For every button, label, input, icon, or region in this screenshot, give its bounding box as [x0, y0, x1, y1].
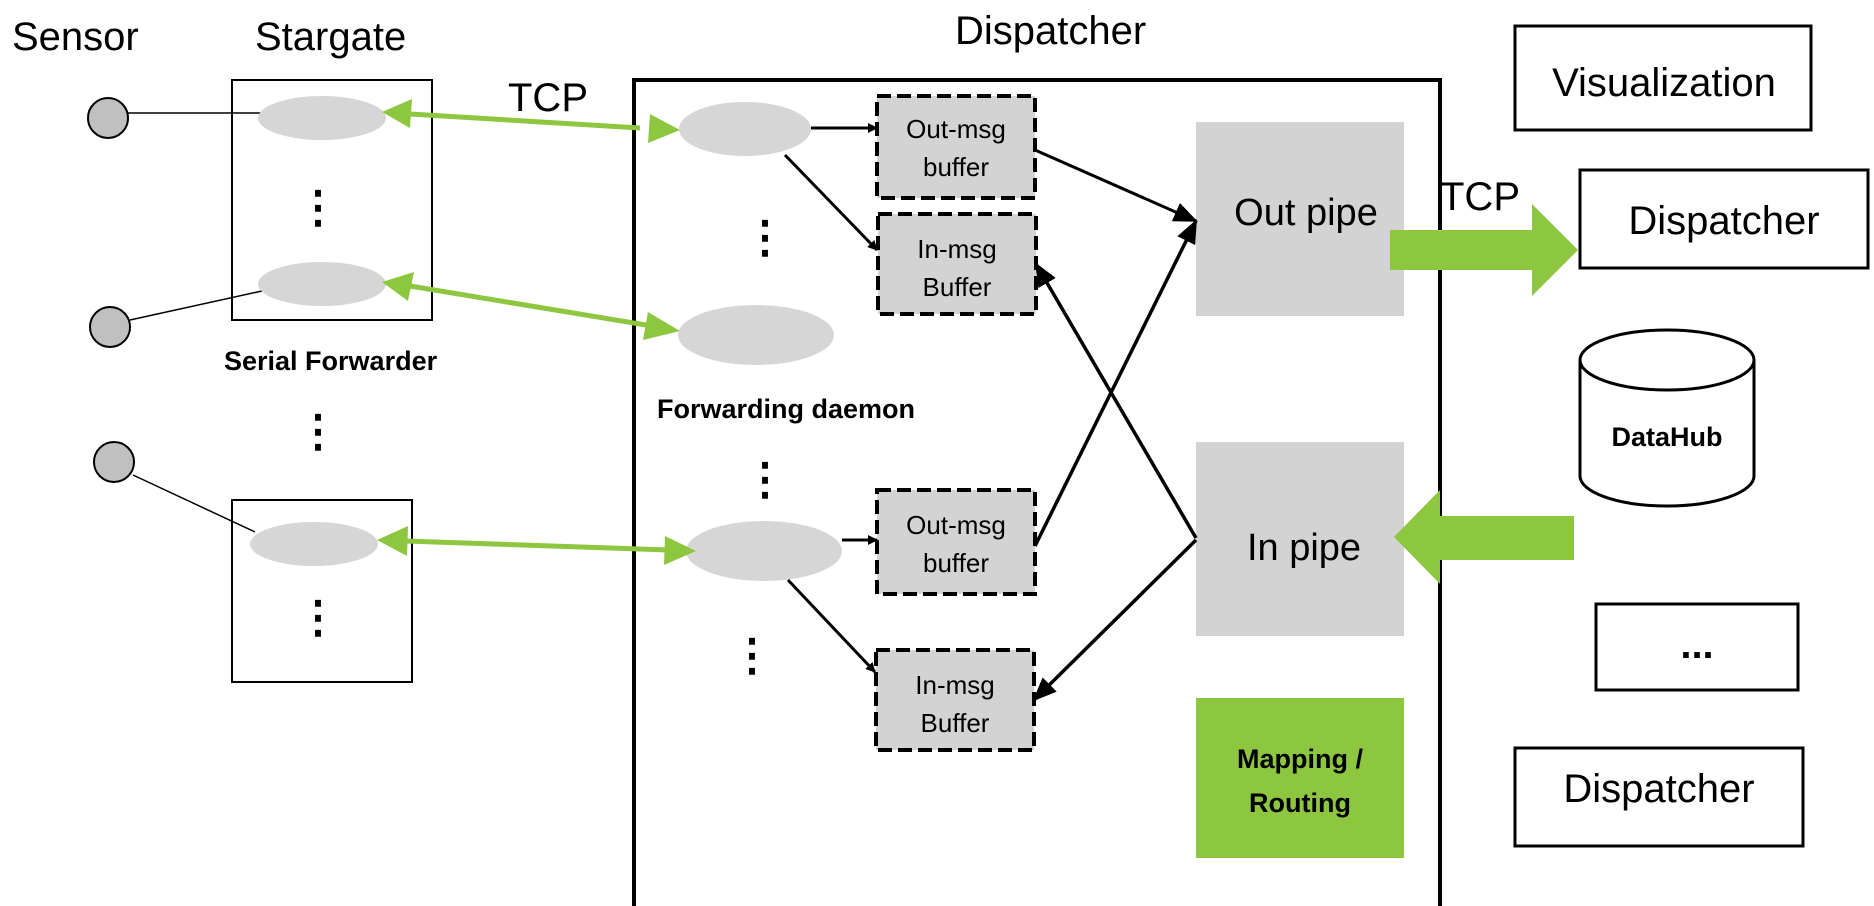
sensor-link-2	[129, 290, 263, 321]
arrow-daemon3-to-inbuf2	[786, 578, 877, 674]
in-msg-buffer-1	[876, 212, 1038, 316]
stargate-title: Stargate	[255, 15, 406, 59]
in-pipe-label: In pipe	[1247, 527, 1361, 569]
arrow-inpipe-to-inbuf1	[1034, 262, 1198, 539]
out-pipe-box	[1196, 122, 1404, 316]
daemon-dots-2: ⋮	[743, 455, 787, 504]
stargate-port-1	[258, 96, 386, 140]
daemon-port-2	[678, 305, 834, 365]
serial-forwarder-label: Serial Forwarder	[224, 346, 438, 376]
arrow-outbuf1-to-outpipe	[1034, 148, 1198, 223]
forwarding-daemon-label: Forwarding daemon	[657, 394, 915, 424]
tcp-link-2	[382, 272, 680, 340]
datahub-cylinder	[1578, 328, 1756, 508]
daemon-dots-1: ⋮	[743, 213, 787, 262]
sensor-link-3	[132, 474, 256, 533]
out-msg-buffer-1-label-1: Out-msg	[906, 114, 1006, 144]
sensor-node-2	[89, 306, 131, 348]
datahub-label: DataHub	[1611, 422, 1722, 452]
sensor-node-1	[87, 97, 129, 139]
ellipsis-box	[1594, 602, 1800, 692]
arrow-daemon1-to-inbuf1	[783, 153, 879, 252]
stargate-port-2	[258, 262, 386, 306]
stargate-dots-1: ⋮	[296, 183, 340, 232]
outgoing-arrow	[1390, 204, 1578, 296]
tcp-label-right: TCP	[1440, 175, 1520, 219]
daemon-port-1	[679, 102, 811, 156]
dispatcher-box-bottom	[1513, 746, 1805, 848]
tcp-label-left: TCP	[508, 76, 588, 120]
incoming-arrow	[1394, 490, 1574, 584]
dispatcher-top-label: Dispatcher	[1628, 199, 1819, 243]
sensor-title: Sensor	[12, 15, 139, 59]
arrow-outbuf2-to-outpipe	[1033, 219, 1198, 547]
sensor-node-3	[93, 441, 135, 483]
arrow-inpipe-to-inbuf2	[1032, 538, 1198, 702]
in-msg-buffer-1-label-2: Buffer	[923, 272, 992, 302]
mapping-routing-box	[1196, 698, 1404, 858]
out-pipe-label: Out pipe	[1234, 192, 1378, 234]
in-msg-buffer-1-label-1: In-msg	[917, 234, 996, 264]
out-msg-buffer-2-label-1: Out-msg	[906, 510, 1006, 540]
stargate-dots-3: ⋮	[296, 593, 340, 642]
stargate-dots-2: ⋮	[296, 407, 340, 456]
mapping-routing-label-2: Routing	[1249, 788, 1351, 818]
visualization-label: Visualization	[1552, 61, 1776, 105]
stargate-port-3	[250, 522, 378, 566]
out-msg-buffer-1	[875, 94, 1037, 200]
out-msg-buffer-2-label-2: buffer	[923, 548, 989, 578]
tcp-link-1	[382, 99, 680, 143]
in-pipe-box	[1196, 442, 1404, 636]
tcp-link-3	[377, 526, 696, 565]
daemon-port-3	[686, 521, 842, 581]
visualization-box	[1513, 24, 1813, 132]
dispatcher-bottom-label: Dispatcher	[1563, 767, 1754, 811]
out-msg-buffer-1-label-2: buffer	[923, 152, 989, 182]
dispatcher-box-top	[1578, 168, 1870, 270]
out-msg-buffer-2	[875, 488, 1037, 596]
daemon-dots-3: ⋮	[730, 631, 774, 680]
in-msg-buffer-2-label-1: In-msg	[915, 670, 994, 700]
ellipsis-label: ...	[1680, 623, 1713, 667]
dispatcher-title: Dispatcher	[955, 9, 1146, 53]
in-msg-buffer-2-label-2: Buffer	[921, 708, 990, 738]
mapping-routing-label-1: Mapping /	[1237, 744, 1363, 774]
